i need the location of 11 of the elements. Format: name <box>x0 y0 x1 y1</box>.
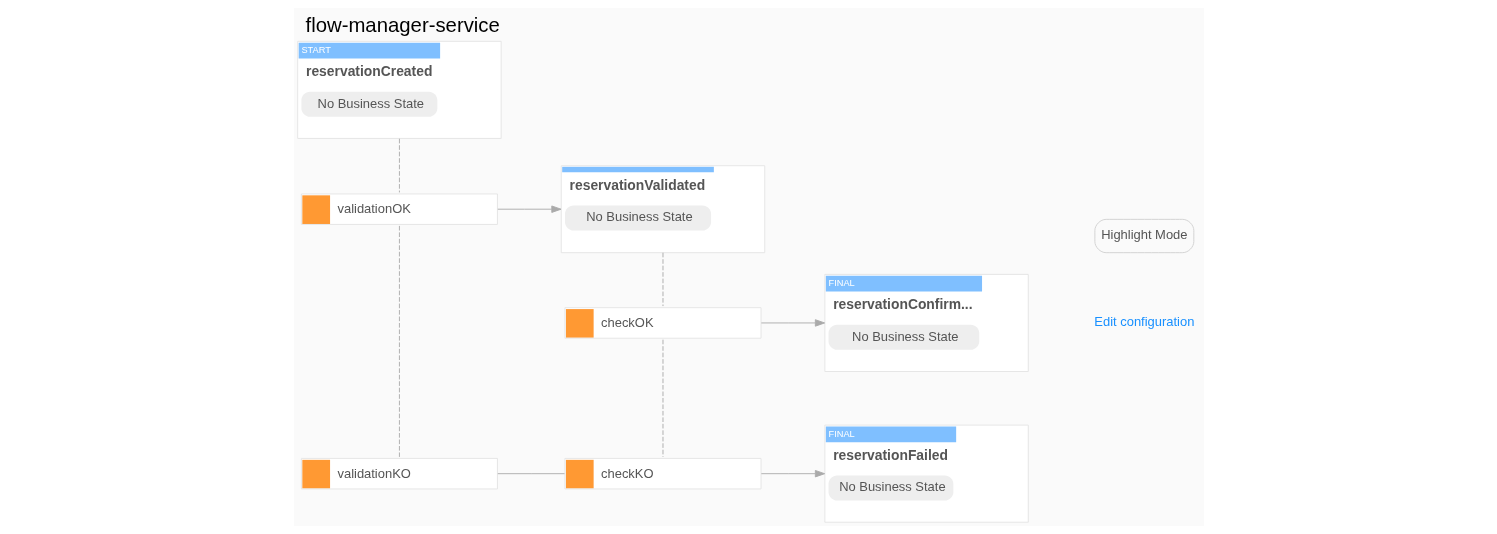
connector <box>496 473 565 475</box>
arrow <box>760 470 825 478</box>
label: Highlight Mode <box>1100 227 1188 243</box>
connector <box>398 225 400 458</box>
label: Edit configuration <box>1093 314 1194 330</box>
connector <box>662 339 663 458</box>
arrow <box>760 319 825 327</box>
arrow <box>496 205 561 213</box>
connector <box>662 252 663 307</box>
diagram-title: flow-manager-service <box>305 13 500 36</box>
connector <box>398 138 400 193</box>
